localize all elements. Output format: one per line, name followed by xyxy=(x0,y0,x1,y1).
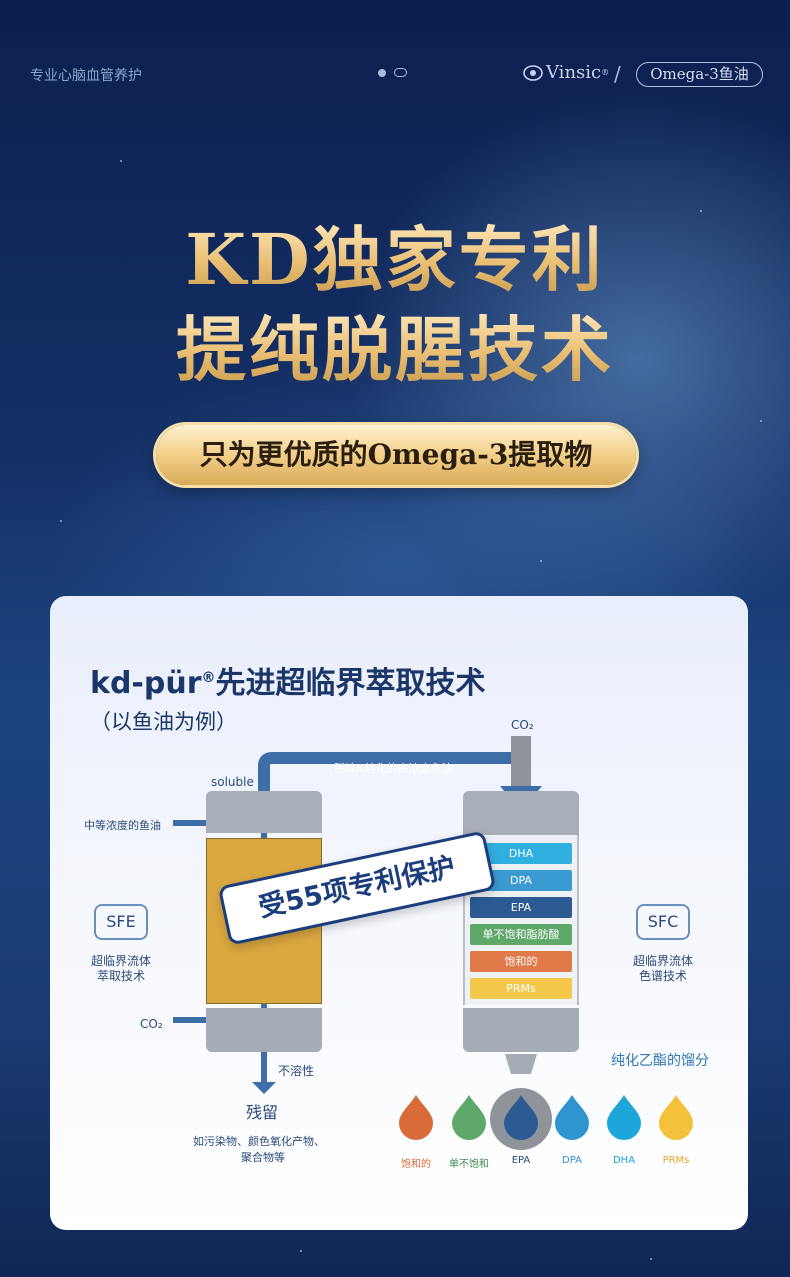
sfc-desc: 超临界流体 色谱技术 xyxy=(623,954,703,984)
pager-ring xyxy=(394,68,407,77)
card-subtitle: （以鱼油为例） xyxy=(90,710,237,734)
header-separator: / xyxy=(614,62,621,86)
star xyxy=(300,1250,302,1252)
card-title-mark: ® xyxy=(201,670,216,686)
drop-0 xyxy=(399,1095,433,1140)
layer-saturated: 饱和的 xyxy=(470,951,572,972)
drop-label-dha: DHA xyxy=(612,1155,636,1166)
star xyxy=(60,520,62,522)
sfe-desc: 超临界流体 萃取技术 xyxy=(81,954,161,984)
residue-desc-line1: 如污染物、颜色氧化产物、 xyxy=(193,1135,325,1148)
input-label: 中等浓度的鱼油 xyxy=(84,819,161,832)
drop-3 xyxy=(555,1095,589,1140)
co2-top-label: CO₂ xyxy=(511,718,534,732)
brand-logo: Vinsic® xyxy=(522,62,609,83)
fraction-drops xyxy=(399,1088,693,1150)
sfe-column-bottom xyxy=(206,1008,322,1052)
soluble-label: soluble xyxy=(211,775,254,789)
co2-top-inlet xyxy=(511,736,531,791)
layer-mufa: 单不饱和脂肪酸 xyxy=(470,924,572,945)
drop-label-prms: PRMs xyxy=(662,1155,690,1166)
star xyxy=(760,420,762,422)
fraction-label: 纯化乙酯的馏分 xyxy=(611,1053,709,1069)
drop-label-dpa: DPA xyxy=(562,1155,582,1166)
product-badge: Omega-3鱼油 xyxy=(636,62,763,87)
star xyxy=(650,1258,652,1260)
insoluble-arrow xyxy=(252,1082,276,1094)
header-tagline: 专业心脑血管养护 xyxy=(30,68,142,84)
sfc-column-bottom xyxy=(463,1008,579,1052)
residue-desc-line2: 聚合物等 xyxy=(241,1151,285,1164)
sfe-badge: SFE xyxy=(94,904,148,940)
residue-label: 残留 xyxy=(246,1103,279,1122)
hero-subtitle-pill: 只为更优质的Omega-3提取物 xyxy=(156,425,636,485)
layer-epa: EPA xyxy=(470,897,572,918)
sfc-badge: SFC xyxy=(636,904,690,940)
star xyxy=(120,160,122,162)
co2-left-label: CO₂ xyxy=(140,1017,163,1031)
drop-label-mufa: 单不饱和 xyxy=(449,1159,489,1170)
card-title-suffix: 先进超临界萃取技术 xyxy=(215,666,486,701)
process-card: kd-pür®先进超临界萃取技术 （以鱼油为例） CO₂ soluble 脱味&… xyxy=(50,596,748,1230)
drop-label-epa: EPA xyxy=(511,1155,531,1166)
drop-label-saturated: 饱和的 xyxy=(401,1159,431,1170)
sfe-desc-line2: 萃取技术 xyxy=(96,969,145,983)
star xyxy=(700,210,702,212)
brand-name: Vinsic xyxy=(546,62,602,83)
outlet-funnel xyxy=(505,1054,537,1074)
hero-title-line1: KD独家专利 xyxy=(0,218,790,302)
pager-dot xyxy=(378,68,386,77)
sfe-column-top xyxy=(206,791,322,833)
star xyxy=(540,560,542,562)
sfc-desc-line1: 超临界流体 xyxy=(632,954,693,968)
card-title: kd-pür®先进超临界萃取技术 xyxy=(90,658,486,702)
brand-registered: ® xyxy=(601,68,610,77)
drop-4 xyxy=(607,1095,641,1140)
drop-1 xyxy=(452,1095,486,1140)
hero-title-line2: 提纯脱腥技术 xyxy=(0,308,790,392)
drop-5 xyxy=(659,1095,693,1140)
layer-prms: PRMs xyxy=(470,978,572,999)
drop-2 xyxy=(504,1095,538,1140)
layer-dpa: DPA xyxy=(470,870,572,891)
pipe-label: 脱味&纯化的高浓度鱼油 xyxy=(334,762,453,775)
card-title-prefix: kd-pür xyxy=(90,666,202,701)
sfe-desc-line1: 超临界流体 xyxy=(90,954,151,968)
insoluble-label: 不溶性 xyxy=(278,1064,315,1078)
brand-mark-icon xyxy=(523,64,543,81)
sfc-desc-line2: 色谱技术 xyxy=(638,969,687,983)
layer-dha: DHA xyxy=(470,843,572,864)
sfc-column-top xyxy=(463,791,579,835)
pager-indicator xyxy=(378,68,407,77)
